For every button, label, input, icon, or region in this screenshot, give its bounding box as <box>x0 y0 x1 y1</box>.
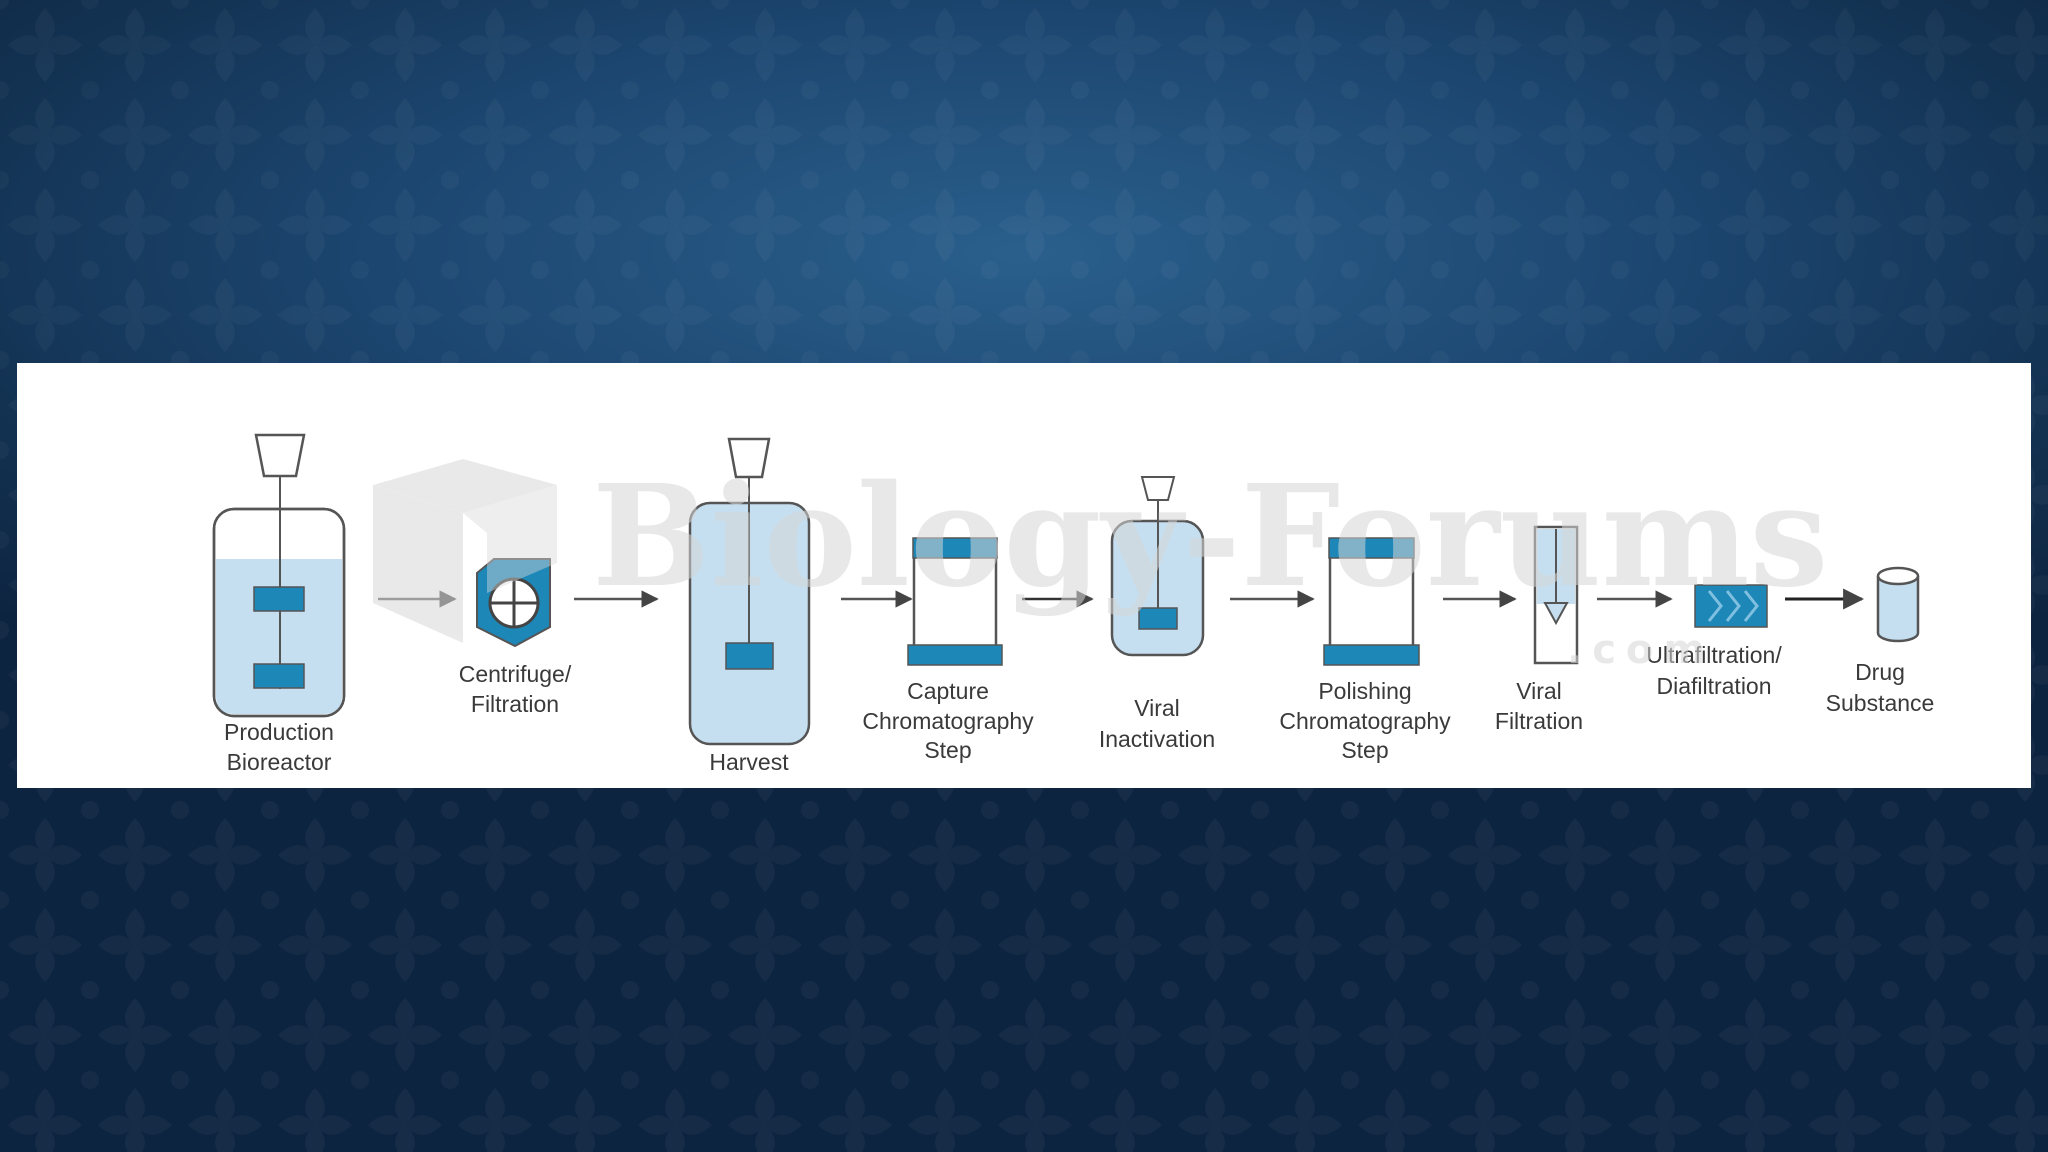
viral-filter-icon <box>1533 525 1579 665</box>
uf-df-cassette-icon <box>1694 584 1768 628</box>
drug-substance-cylinder-icon <box>1876 566 1920 643</box>
inactivation-vessel-icon <box>1110 476 1205 657</box>
chromatography-column-icon <box>1323 537 1420 666</box>
biology-forums-logo-icon <box>373 459 557 643</box>
harvest-tank-icon <box>688 437 811 746</box>
watermark-text: Biology-Forums <box>592 455 1828 619</box>
watermark-suffix: .com <box>1567 627 1715 673</box>
chromatography-column-icon <box>907 537 1003 666</box>
step-label-centrifuge-filtration: Centrifuge/Filtration <box>459 661 572 717</box>
step-label-harvest: Harvest <box>709 749 789 775</box>
centrifuge-icon <box>476 558 551 648</box>
watermark: Biology-Forums .com <box>373 455 1828 673</box>
bioreactor-icon <box>212 433 346 718</box>
step-label-ultrafiltration-diafiltration: Ultrafiltration/Diafiltration <box>1646 642 1782 699</box>
